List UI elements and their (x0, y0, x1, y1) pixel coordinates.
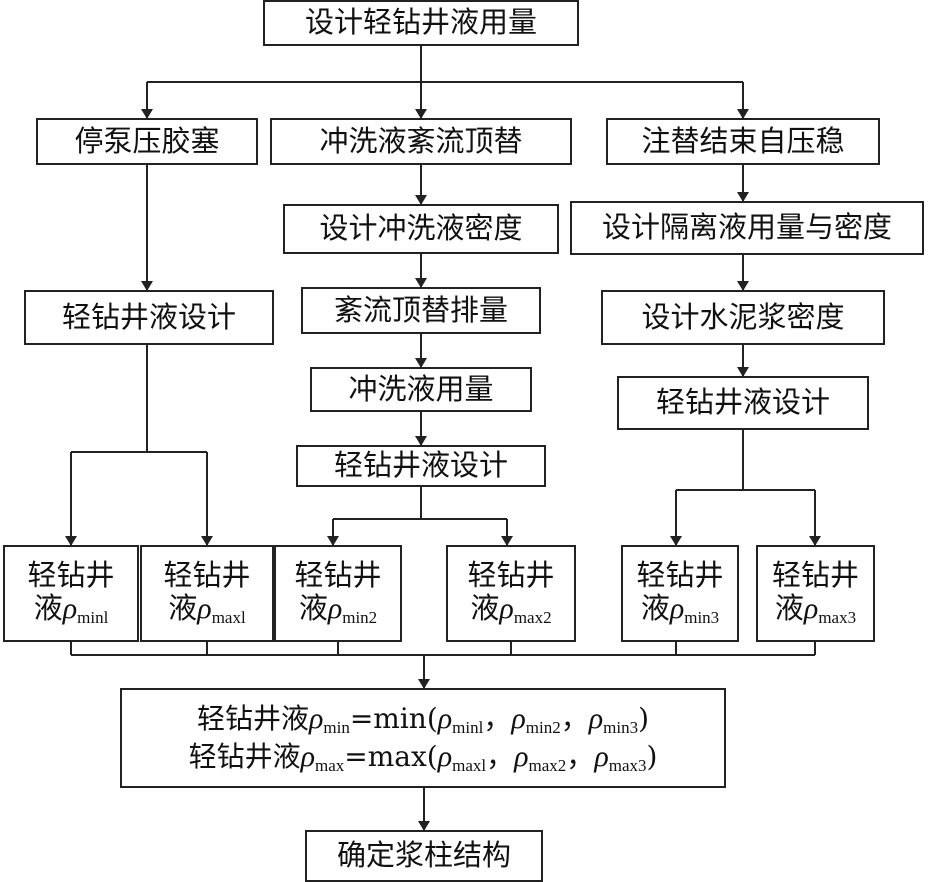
col2-max-prefix: 轻钻井 (467, 558, 555, 593)
col2-min-box: 轻钻井 液ρmin2 (274, 545, 402, 642)
col1-min-prefix: 轻钻井 (27, 558, 115, 593)
col2-design-box: 轻钻井液设计 (296, 445, 546, 487)
col1-max-prefix: 轻钻井 (163, 558, 251, 593)
col2-min-prefix: 轻钻井 (294, 558, 382, 593)
col3-max-box: 轻钻井 液ρmax3 (756, 545, 875, 642)
col3-min-prefix: 轻钻井 (636, 558, 724, 593)
col3-step2-box: 设计水泥浆密度 (601, 290, 885, 345)
col1-scenario-box: 停泵压胶塞 (36, 118, 258, 165)
col1-min-expr: 液ρminl (33, 591, 109, 628)
combine-min-line: 轻钻井液ρmin=min(ρminl，ρmin2，ρmin3) (196, 701, 650, 737)
col2-scenario-box: 冲洗液紊流顶替 (270, 118, 572, 165)
col2-step3-box: 冲洗液用量 (310, 367, 532, 412)
col3-step1-box: 设计隔离液用量与密度 (570, 201, 924, 255)
col3-design-box: 轻钻井液设计 (617, 376, 869, 430)
col2-max-box: 轻钻井 液ρmax2 (446, 545, 576, 642)
col1-min-box: 轻钻井 液ρminl (3, 545, 139, 642)
col2-step2-box: 紊流顶替排量 (301, 287, 541, 334)
combine-box: 轻钻井液ρmin=min(ρminl，ρmin2，ρmin3) 轻钻井液ρmax… (120, 688, 726, 788)
col3-min-box: 轻钻井 液ρmin3 (621, 545, 739, 642)
col2-step1-box: 设计冲洗液密度 (283, 204, 559, 254)
col3-min-expr: 液ρmin3 (640, 591, 720, 628)
col3-max-prefix: 轻钻井 (771, 558, 859, 593)
combine-max-line: 轻钻井液ρmax=max(ρmaxl，ρmax2，ρmax3) (188, 740, 658, 775)
col3-scenario-box: 注替结束自压稳 (606, 118, 880, 165)
top-box: 设计轻钻井液用量 (263, 0, 579, 46)
col3-max-expr: 液ρmax3 (774, 591, 857, 628)
col1-max-box: 轻钻井 液ρmaxl (140, 545, 274, 642)
col1-max-expr: 液ρmaxl (168, 591, 246, 628)
col1-design-box: 轻钻井液设计 (24, 290, 274, 345)
final-box: 确定浆柱结构 (305, 830, 543, 882)
col2-min-expr: 液ρmin2 (298, 591, 378, 628)
col2-max-expr: 液ρmax2 (470, 591, 552, 628)
